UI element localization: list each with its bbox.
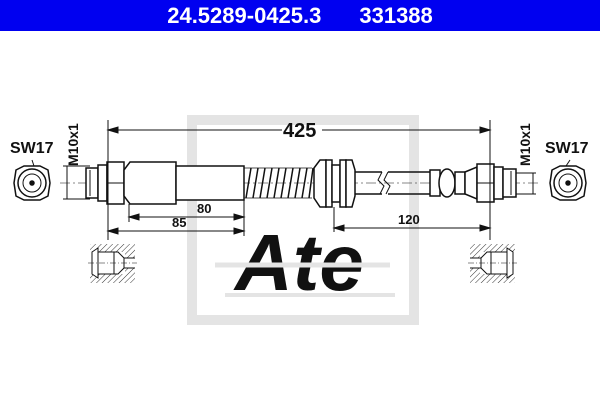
part-number: 24.5289-0425.3	[167, 2, 322, 28]
right-thread-label: M10x1	[517, 123, 533, 166]
right-port-section-detail	[468, 244, 517, 283]
total-length-label: 425	[283, 120, 316, 142]
left-fitting	[85, 161, 245, 205]
right-thread-dimension	[516, 172, 536, 195]
dimension-120-label: 120	[398, 212, 420, 227]
left-thread-label: M10x1	[65, 123, 81, 166]
total-length-dimension	[106, 120, 492, 240]
right-hex-end-view	[549, 159, 587, 201]
left-port-section-detail	[88, 244, 137, 283]
technical-drawing: Ate SW17 M10x1	[0, 31, 600, 400]
dimension-120	[332, 207, 492, 232]
grommet	[313, 159, 356, 208]
left-thread-dimension	[63, 165, 90, 200]
hose	[355, 171, 430, 195]
ate-watermark-logo: Ate	[187, 115, 419, 325]
article-number: 331388	[359, 2, 433, 28]
title-bar: 24.5289-0425.3 331388	[0, 0, 600, 31]
dimension-85-label: 85	[172, 215, 186, 230]
spring-guard	[244, 167, 314, 199]
left-wrench-size-label: SW17	[10, 140, 54, 157]
right-wrench-size-label: SW17	[545, 140, 589, 157]
right-fitting	[429, 163, 517, 203]
dimension-85	[106, 227, 246, 235]
dimension-80-label: 80	[197, 201, 211, 216]
left-hex-end-view	[13, 159, 51, 201]
dimension-80	[127, 200, 246, 236]
